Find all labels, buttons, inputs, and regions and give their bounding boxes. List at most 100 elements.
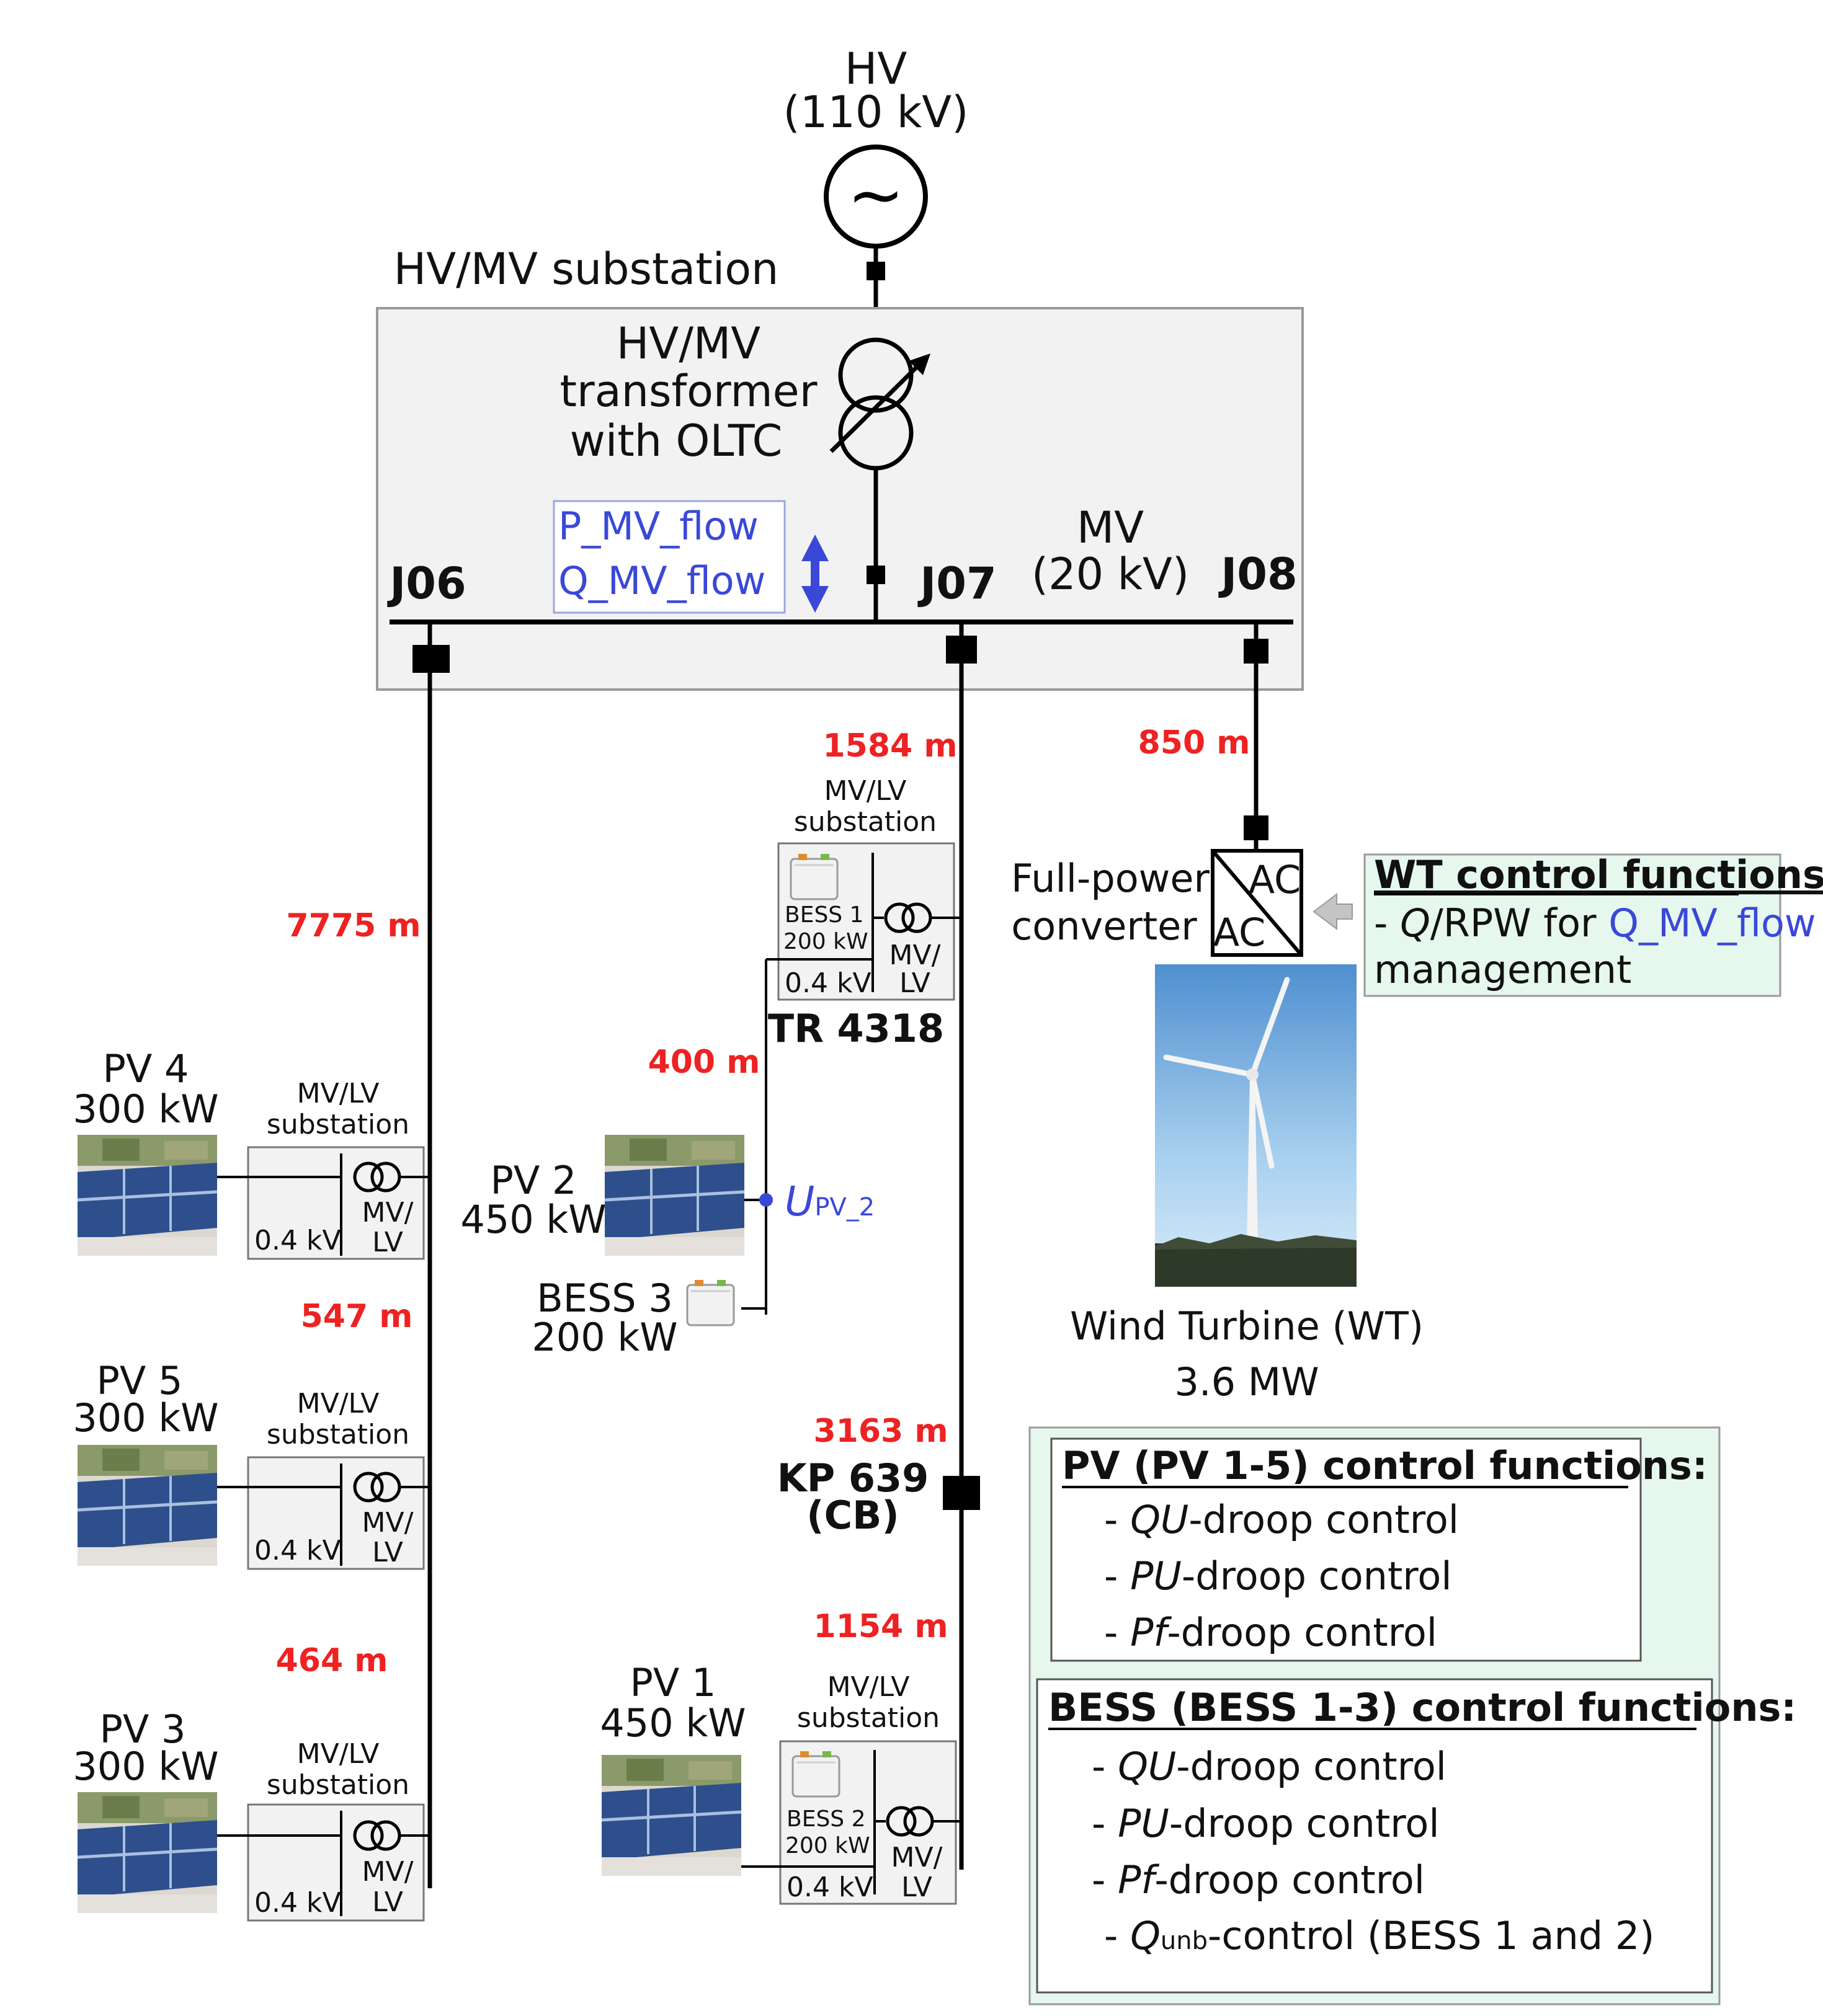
bess3-group: BESS 3 200 kW [532,1276,766,1360]
tr4318-sub-title1: MV/LV [824,775,907,807]
pv3-tr1: MV/ [362,1856,414,1888]
pv1-name: PV 1 [630,1660,716,1705]
pv1-lv: 0.4 kV [787,1872,873,1903]
bess-control-item-2: - PU-droop control [1092,1801,1440,1846]
bess3-power: 200 kW [532,1315,677,1360]
pv2-name: PV 2 [491,1158,577,1203]
pv3-tr2: LV [372,1886,403,1918]
wt-control-title: WT control functions: [1374,852,1823,897]
pv3-sub-title2: substation [267,1769,409,1801]
tr4318-sub-title2: substation [794,806,937,838]
bess-control-box [1036,1678,1713,1994]
pv5-panel-image [78,1445,217,1566]
tr4318-lv: 0.4 kV [785,967,871,999]
mv-voltage: (20 kV) [1032,549,1189,600]
pv4-tr1: MV/ [362,1197,414,1228]
pv5-name: PV 5 [97,1358,183,1403]
pv-control-item-3: - Pf-droop control [1104,1610,1437,1655]
transformer-label-2: transformer [559,366,817,417]
transformer-label-1: HV/MV [617,318,761,369]
wt-control-panel: WT control functions: - Q/RPW for Q_MV_f… [1363,852,1823,997]
flow-arrow-icon [801,535,829,613]
wt-control-line2: management [1374,947,1631,992]
pv4-sub-title2: substation [267,1109,409,1140]
dist-7775: 7775 m [286,907,421,944]
pv-control-item-2: - PU-droop control [1104,1553,1452,1599]
control-arrow-icon [1313,892,1353,931]
dist-547: 547 m [301,1298,413,1335]
pv3-group: PV 3 300 kW MV/LV substation 0.4 kV MV/ … [73,1707,430,1922]
pv1-panel-image [602,1755,741,1876]
bess2-battery-icon [791,1750,840,1798]
u-pv2-node [759,1193,773,1207]
pv-control-title: PV (PV 1-5) control functions: [1062,1443,1708,1488]
bess2-name: BESS 2 [787,1806,866,1832]
tr4318-tr2: LV [899,967,930,999]
pv5-lv: 0.4 kV [254,1535,341,1566]
bess3-battery-icon [686,1279,735,1326]
pv3-power: 300 kW [73,1744,218,1789]
bess-control-item-3: - Pf-droop control [1092,1857,1425,1903]
hv-title: HV [845,43,907,94]
pv4-panel-image [78,1135,217,1256]
pv5-sub-title1: MV/LV [297,1388,380,1419]
pv1-tr2: LV [901,1872,932,1903]
dist-1154: 1154 m [813,1608,948,1645]
pv4-power: 300 kW [73,1086,218,1132]
p-mv-flow: P_MV_flow [558,504,759,549]
bess1-name: BESS 1 [785,902,864,928]
pv5-power: 300 kW [73,1395,218,1441]
kp639-breaker [943,1476,980,1510]
pv1-sub-title2: substation [797,1702,940,1734]
hv-generator-tilde: ~ [847,155,904,234]
bus-j07: J07 [917,558,996,609]
pv-control-item-1: - QU-droop control [1104,1497,1459,1542]
bess-control-title: BESS (BESS 1-3) control functions: [1048,1685,1796,1730]
pv4-name: PV 4 [103,1046,189,1091]
wt-control-line1: - Q/RPW for Q_MV_flow [1374,900,1816,946]
dist-464: 464 m [276,1642,388,1679]
pv3-lv: 0.4 kV [254,1887,341,1919]
pv1-group: PV 1 450 kW MV/LV substation BESS 2 200 … [600,1660,961,1905]
dist-3163: 3163 m [813,1413,948,1450]
pv5-tr1: MV/ [362,1507,414,1539]
pv5-tr2: LV [372,1537,403,1568]
control-functions-panel: PV (PV 1-5) control functions: - QU-droo… [1028,1426,1796,2005]
substation-title: HV/MV substation [394,244,779,295]
bess-control-item-qunb: - Qunb-control (BESS 1 and 2) [1104,1913,1654,1958]
bess1-power: 200 kW [783,929,868,954]
pv2-group: PV 2 450 kW UPV_2 [460,1135,875,1256]
full-power-converter: AC AC [1211,849,1303,957]
pv-control-box [1050,1437,1642,1662]
wind-turbine-name: Wind Turbine (WT) [1070,1303,1424,1349]
q-mv-flow: Q_MV_flow [558,558,765,603]
wind-turbine-image [1155,964,1357,1287]
pv3-sub-title1: MV/LV [297,1738,380,1770]
hv-voltage: (110 kV) [783,87,969,138]
pv2-power: 450 kW [460,1197,606,1242]
pv4-lv: 0.4 kV [254,1225,341,1256]
dist-400: 400 m [648,1044,760,1081]
bus-j08: J08 [1218,549,1297,600]
pv4-group: PV 4 300 kW MV/LV substation 0.4 kV MV/ … [73,1046,430,1260]
u-pv2-label: UPV_2 [785,1178,875,1225]
converter-ac-top: AC [1249,857,1301,902]
bus-j06: J06 [387,558,466,609]
pv5-group: PV 5 300 kW MV/LV substation 0.4 kV MV/ … [73,1358,430,1570]
pv3-panel-image [78,1792,217,1913]
mv-label: MV [1077,502,1144,553]
converter-ac-bottom: AC [1213,910,1266,955]
converter-label-1: Full-power [1011,856,1210,901]
kp639-line1: KP 639 [777,1455,929,1501]
dist-850: 850 m [1138,724,1250,762]
pv3-name: PV 3 [100,1707,186,1752]
pv5-sub-title2: substation [267,1419,409,1450]
pv2-panel-image [605,1135,744,1256]
pv1-sub-title1: MV/LV [827,1671,910,1703]
kp639-line2: (CB) [806,1493,899,1538]
wind-turbine-power: 3.6 MW [1174,1359,1319,1405]
tr4318-tr1: MV/ [889,939,941,971]
tr4318-group: MV/LV substation BESS 1 200 kW 0.4 kV MV… [768,775,961,1051]
bess-control-item-1: - QU-droop control [1092,1744,1446,1789]
